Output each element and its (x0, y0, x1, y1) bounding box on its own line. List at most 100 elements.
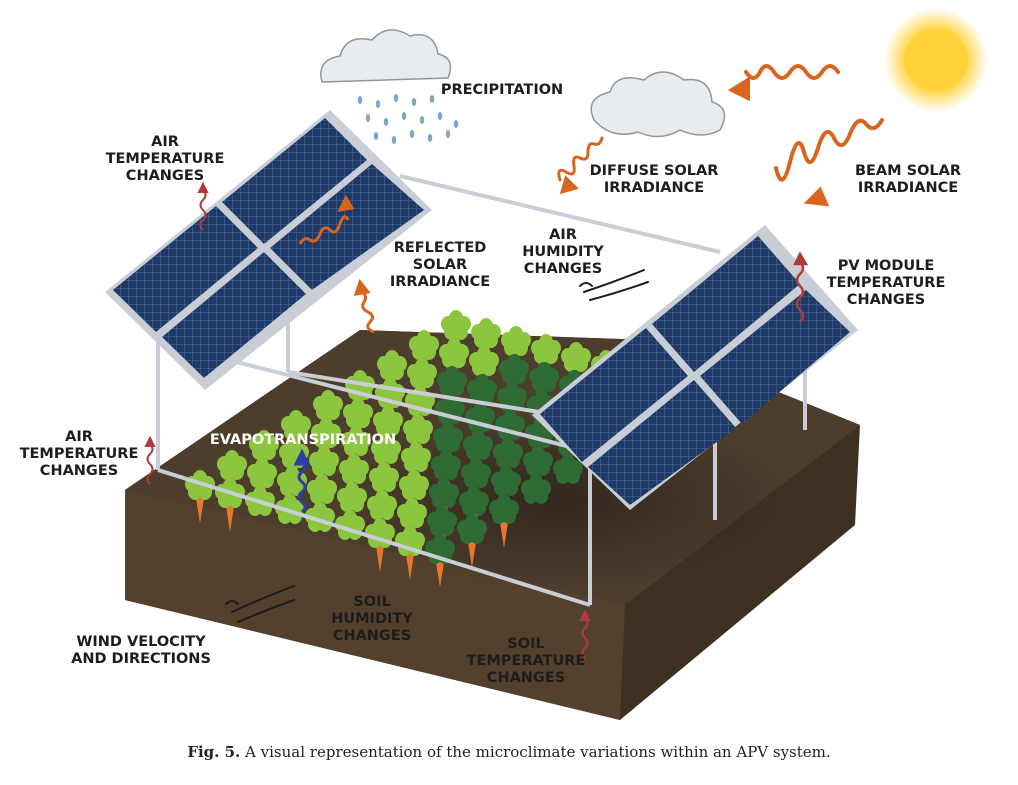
label-diffuse-solar-irradiance: DIFFUSE SOLAR IRRADIANCE (590, 163, 719, 196)
crop-plant (523, 446, 553, 476)
crop-plant (531, 334, 561, 364)
svg-text:SOIL: SOIL (507, 636, 544, 652)
svg-text:HUMIDITY: HUMIDITY (522, 244, 604, 260)
carrot-plant (281, 410, 311, 464)
pv-array-left (105, 110, 432, 390)
crop-plant (499, 354, 529, 384)
soil-temperature-wave (579, 609, 591, 659)
carrot-plant (313, 390, 343, 444)
crop-plant (463, 430, 493, 460)
label-precipitation: PRECIPITATION (441, 82, 563, 98)
crop-plant (461, 458, 491, 488)
carrot-plant (409, 330, 439, 384)
rain-drops (357, 94, 459, 144)
evapotranspiration-wave (293, 448, 311, 514)
svg-text:AIR: AIR (549, 227, 577, 243)
carrot-plant (407, 358, 437, 412)
crop-plant (367, 490, 397, 520)
label-air-temperature-top: AIR TEMPERATURE CHANGES (106, 134, 225, 184)
svg-text:CHANGES: CHANGES (847, 292, 925, 308)
rain-cloud (320, 29, 452, 83)
crop-plant (467, 374, 497, 404)
svg-text:EVAPOTRANSPIRATION: EVAPOTRANSPIRATION (210, 432, 396, 448)
carrot-plant (249, 430, 279, 484)
svg-text:IRRADIANCE: IRRADIANCE (390, 274, 490, 290)
svg-text:SOIL: SOIL (353, 594, 390, 610)
crop-plant (373, 406, 403, 436)
svg-text:CHANGES: CHANGES (524, 261, 602, 277)
label-beam-solar-irradiance: BEAM SOLAR IRRADIANCE (855, 163, 961, 196)
crop-plant (529, 362, 559, 392)
carrot-plant (311, 418, 341, 472)
crop-plant (561, 342, 591, 372)
svg-text:CHANGES: CHANGES (126, 168, 204, 184)
carrot-plant (489, 494, 519, 548)
crop-plant (521, 474, 551, 504)
svg-text:IRRADIANCE: IRRADIANCE (604, 180, 704, 196)
figure-caption: Fig. 5. A visual representation of the m… (0, 743, 1018, 761)
crop-plant (501, 326, 531, 356)
svg-text:AND DIRECTIONS: AND DIRECTIONS (71, 651, 211, 667)
crop-plant (369, 462, 399, 492)
crop-plant (399, 470, 429, 500)
svg-text:DIFFUSE SOLAR: DIFFUSE SOLAR (590, 163, 719, 179)
crop-plant (433, 422, 463, 452)
crop-plant (371, 434, 401, 464)
pv-array-right (532, 225, 858, 510)
label-air-humidity: AIR HUMIDITY CHANGES (522, 227, 604, 277)
crop-plant (341, 426, 371, 456)
svg-text:TEMPERATURE: TEMPERATURE (827, 275, 946, 291)
crop-plant (493, 438, 523, 468)
carrot-plant (459, 486, 489, 540)
label-evapotranspiration: EVAPOTRANSPIRATION (210, 432, 396, 448)
beam-solar-wave (774, 118, 884, 207)
svg-text:PRECIPITATION: PRECIPITATION (441, 82, 563, 98)
carrot-plant (441, 310, 471, 364)
crop-plant (403, 414, 433, 444)
apv-microclimate-diagram: PRECIPITATION DIFFUSE SOLAR IRRADIANCE B… (20, 8, 988, 720)
wind-direction-lines (225, 585, 295, 623)
label-air-temperature-left: AIR TEMPERATURE CHANGES (20, 429, 139, 479)
reflected-solar-wave (353, 278, 375, 334)
crop-plant (469, 346, 499, 376)
crop-plant (401, 442, 431, 472)
carrot-plant (457, 514, 487, 568)
svg-text:BEAM SOLAR: BEAM SOLAR (855, 163, 961, 179)
svg-text:TEMPERATURE: TEMPERATURE (106, 151, 225, 167)
svg-text:TEMPERATURE: TEMPERATURE (467, 653, 586, 669)
crop-plant (309, 446, 339, 476)
svg-text:IRRADIANCE: IRRADIANCE (858, 180, 958, 196)
label-soil-humidity: SOIL HUMIDITY CHANGES (331, 594, 413, 644)
beam-to-cloud-wave (727, 64, 840, 102)
label-wind-velocity: WIND VELOCITY AND DIRECTIONS (71, 634, 211, 667)
air-humidity-wind-lines (579, 269, 649, 301)
figure-caption-text: A visual representation of the microclim… (245, 743, 831, 761)
label-reflected-solar-irradiance: REFLECTED SOLAR IRRADIANCE (390, 240, 490, 290)
air-temperature-wave-left (144, 435, 156, 485)
svg-text:AIR: AIR (151, 134, 179, 150)
svg-text:PV MODULE: PV MODULE (838, 258, 935, 274)
crop-plant (437, 366, 467, 396)
svg-text:SOLAR: SOLAR (413, 257, 467, 273)
carrot-plant (365, 518, 395, 572)
diffuse-cloud (590, 71, 726, 138)
svg-text:HUMIDITY: HUMIDITY (331, 611, 413, 627)
label-pv-module-temperature: PV MODULE TEMPERATURE CHANGES (827, 258, 946, 308)
figure-number: Fig. 5. (187, 743, 241, 761)
crop-plant (339, 454, 369, 484)
crop-plant (553, 454, 583, 484)
pv-temperature-wave (792, 251, 809, 323)
crop-plant (337, 482, 367, 512)
carrot-plant (343, 398, 373, 452)
panel-heat-wave (298, 194, 355, 245)
crop-plant (307, 474, 337, 504)
svg-text:REFLECTED: REFLECTED (394, 240, 487, 256)
sun (884, 8, 988, 112)
svg-text:WIND VELOCITY: WIND VELOCITY (76, 634, 206, 650)
svg-text:CHANGES: CHANGES (333, 628, 411, 644)
crop-plant (431, 450, 461, 480)
svg-text:TEMPERATURE: TEMPERATURE (20, 446, 139, 462)
crop-plant (491, 466, 521, 496)
svg-text:CHANGES: CHANGES (40, 463, 118, 479)
label-soil-temperature: SOIL TEMPERATURE CHANGES (467, 636, 586, 686)
